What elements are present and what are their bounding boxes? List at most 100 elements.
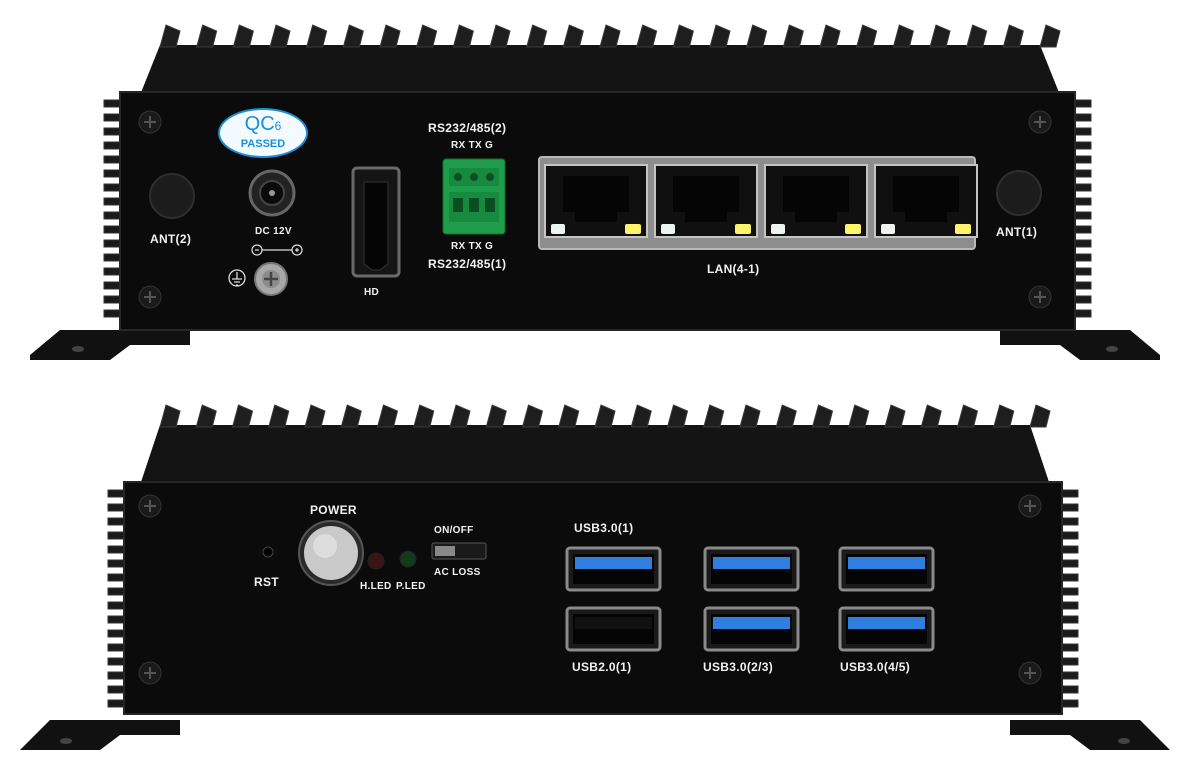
heatsink-fin xyxy=(920,404,942,428)
side-fin xyxy=(103,141,121,150)
side-fin xyxy=(1074,99,1092,108)
hdd-led xyxy=(367,552,385,570)
ground-icon xyxy=(228,269,246,287)
reset-button[interactable] xyxy=(262,546,274,558)
side-fin xyxy=(103,155,121,164)
side-fin xyxy=(103,127,121,136)
heatsink-fin xyxy=(929,24,951,48)
heatsink-fin xyxy=(884,404,906,428)
heatsink-fin xyxy=(452,24,474,48)
heatsink-fin xyxy=(195,404,217,428)
side-fin xyxy=(1061,489,1079,498)
qc-text: QC xyxy=(244,113,275,135)
heatsink-fin xyxy=(379,24,401,48)
side-fin xyxy=(1074,309,1092,318)
side-fin xyxy=(103,239,121,248)
lan-link-led xyxy=(955,224,971,234)
side-fin xyxy=(1074,141,1092,150)
heatsink-fin xyxy=(489,24,511,48)
mounting-foot-left xyxy=(20,720,180,750)
side-fins xyxy=(103,99,1092,318)
side-fin xyxy=(1061,531,1079,540)
hdmi-port[interactable] xyxy=(351,166,401,278)
side-fin xyxy=(1074,183,1092,192)
label-ac-loss: AC LOSS xyxy=(434,567,481,578)
lan-port[interactable] xyxy=(764,164,868,238)
mounting-foot-right xyxy=(1000,330,1160,360)
side-fin xyxy=(103,211,121,220)
side-fin xyxy=(107,559,125,568)
heatsink-fin xyxy=(966,24,988,48)
heatsink-fin xyxy=(268,404,290,428)
side-fin xyxy=(103,309,121,318)
lan-link-led xyxy=(735,224,751,234)
heatsink-fin xyxy=(856,24,878,48)
label-rst: RST xyxy=(254,575,279,589)
side-fin xyxy=(107,503,125,512)
label-usb30-1: USB3.0(1) xyxy=(574,521,634,535)
usb2-port-1[interactable] xyxy=(565,606,662,652)
side-fin xyxy=(1061,629,1079,638)
side-fin xyxy=(107,531,125,540)
heatsink-fin xyxy=(594,404,616,428)
heatsink-fin xyxy=(521,404,544,428)
heatsink-fin xyxy=(672,24,694,48)
side-fin xyxy=(1061,601,1079,610)
label-p-led: P.LED xyxy=(396,581,426,592)
lan-link-led xyxy=(625,224,641,234)
side-fin xyxy=(1074,239,1092,248)
usb3-port-1[interactable] xyxy=(565,546,662,592)
side-fin xyxy=(103,197,121,206)
side-fin xyxy=(103,113,121,122)
usb3-port-3[interactable] xyxy=(703,606,800,652)
ac-loss-switch[interactable] xyxy=(431,542,487,560)
side-fins xyxy=(107,489,1079,708)
heatsink-fin xyxy=(782,24,804,48)
side-fin xyxy=(1061,573,1079,582)
label-power: POWER xyxy=(310,503,357,517)
usb3-port-2[interactable] xyxy=(703,546,800,592)
side-fin xyxy=(1074,169,1092,178)
side-fin xyxy=(103,99,121,108)
heatsink-fin xyxy=(416,24,438,48)
rs232-terminal-block[interactable] xyxy=(442,158,506,235)
faceplate xyxy=(123,481,1063,715)
lan-link-led xyxy=(845,224,861,234)
screw-icon xyxy=(138,110,1052,309)
side-fin xyxy=(1061,503,1079,512)
label-rs232-1: RS232/485(1) xyxy=(428,257,507,271)
side-fin xyxy=(1061,685,1079,694)
heatsink-fin xyxy=(1039,24,1061,48)
mounting-foot-left xyxy=(30,330,190,360)
mounting-foot-right xyxy=(1010,720,1170,750)
heatsink-fin xyxy=(340,404,362,428)
label-dc-12v: DC 12V xyxy=(255,226,292,237)
side-fin xyxy=(107,671,125,680)
usb3-port-5[interactable] xyxy=(838,606,935,652)
polarity-icon xyxy=(251,244,303,256)
lan-port[interactable] xyxy=(874,164,978,238)
heatsink-fin xyxy=(746,24,768,48)
heatsink-fin xyxy=(811,404,834,428)
side-fin xyxy=(107,629,125,638)
usb3-port-4[interactable] xyxy=(838,546,935,592)
side-fin xyxy=(1061,671,1079,680)
heatsink-fin xyxy=(1029,404,1051,428)
heatsink-fin xyxy=(562,24,584,48)
lan-port[interactable] xyxy=(654,164,758,238)
heatsink-fin xyxy=(304,404,326,428)
side-fin xyxy=(107,573,125,582)
side-fin xyxy=(1074,197,1092,206)
power-led xyxy=(399,550,417,568)
heatsink-fin xyxy=(666,404,689,428)
heatsink-fin xyxy=(703,404,725,428)
qc-passed-sticker: QC6 PASSED xyxy=(218,108,308,158)
side-fin xyxy=(1074,267,1092,276)
power-button[interactable] xyxy=(298,520,364,586)
heatsink-fin xyxy=(306,24,328,48)
side-fin xyxy=(1061,657,1079,666)
lan-activity-led xyxy=(771,224,785,234)
side-fin xyxy=(1074,281,1092,290)
heatsink-fin xyxy=(819,24,841,48)
lan-port[interactable] xyxy=(544,164,648,238)
